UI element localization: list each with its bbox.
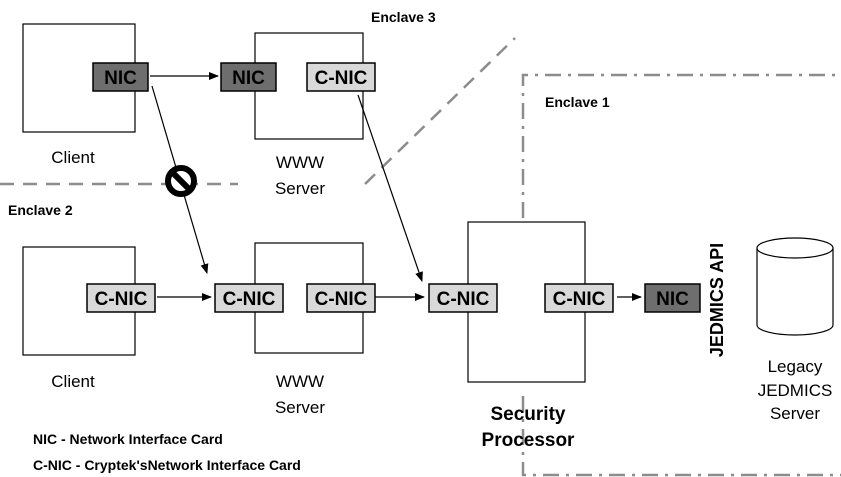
legend-cnic: C-NIC - Cryptek'sNetwork Interface Card [33, 457, 301, 473]
cnic-client-bottom-label: C-NIC [95, 289, 148, 310]
cnic-www-bottom-left-label: C-NIC [223, 289, 276, 310]
nic-jedmics-label: NIC [656, 289, 689, 310]
nic-www-top: NIC [220, 62, 277, 92]
database-cylinder-icon [756, 237, 834, 336]
cnic-client-bottom: C-NIC [86, 283, 156, 313]
cnic-security-right-label: C-NIC [553, 289, 606, 310]
cnic-www-top-label: C-NIC [315, 68, 368, 89]
cnic-www-top: C-NIC [306, 62, 376, 92]
legend-nic: NIC - Network Interface Card [33, 431, 223, 447]
cnic-www-bottom-right-label: C-NIC [315, 289, 368, 310]
prohibited-icon [165, 165, 197, 197]
enclave-boundaries [0, 37, 841, 477]
enclave-2-label: Enclave 2 [8, 202, 73, 218]
nic-www-top-label: NIC [232, 68, 265, 89]
client-bottom-label: Client [51, 372, 95, 391]
security-processor-label-line2: Processor [482, 430, 576, 451]
www-server-top-label-line2: Server [275, 179, 325, 198]
enclave-1-boundary [521, 73, 841, 218]
cnic-www-bottom-left: C-NIC [214, 283, 284, 313]
jedmics-api-label: JEDMICS API [707, 243, 727, 357]
cnic-security-left: C-NIC [428, 283, 498, 313]
security-processor-label-line1: Security [491, 404, 566, 425]
www-server-bottom-label-line1: WWW [276, 372, 324, 391]
enclave-1-lower-boundary [521, 396, 841, 477]
nic-client-top: NIC [92, 62, 149, 92]
enclave-1-label: Enclave 1 [545, 94, 610, 110]
nic-client-top-label: NIC [104, 68, 137, 89]
www-server-top-label-line1: WWW [276, 153, 324, 172]
www-server-bottom-label-line2: Server [275, 398, 325, 417]
client-top-label: Client [51, 148, 95, 167]
enclave-3-label: Enclave 3 [371, 9, 436, 25]
legacy-server-label-line1: Legacy [768, 357, 823, 376]
legacy-server-label-line2: JEDMICS [758, 381, 833, 400]
enclave-3-diagonal-boundary [364, 37, 516, 185]
cnic-www-bottom-right: C-NIC [306, 283, 376, 313]
cnic-security-right: C-NIC [544, 283, 614, 313]
arrow-www-cnic-to-security-cnic [357, 94, 423, 282]
nic-jedmics: NIC [644, 283, 701, 313]
connection-arrows [150, 72, 642, 301]
cnic-security-left-label: C-NIC [437, 289, 490, 310]
legacy-server-label-line3: Server [770, 404, 820, 423]
